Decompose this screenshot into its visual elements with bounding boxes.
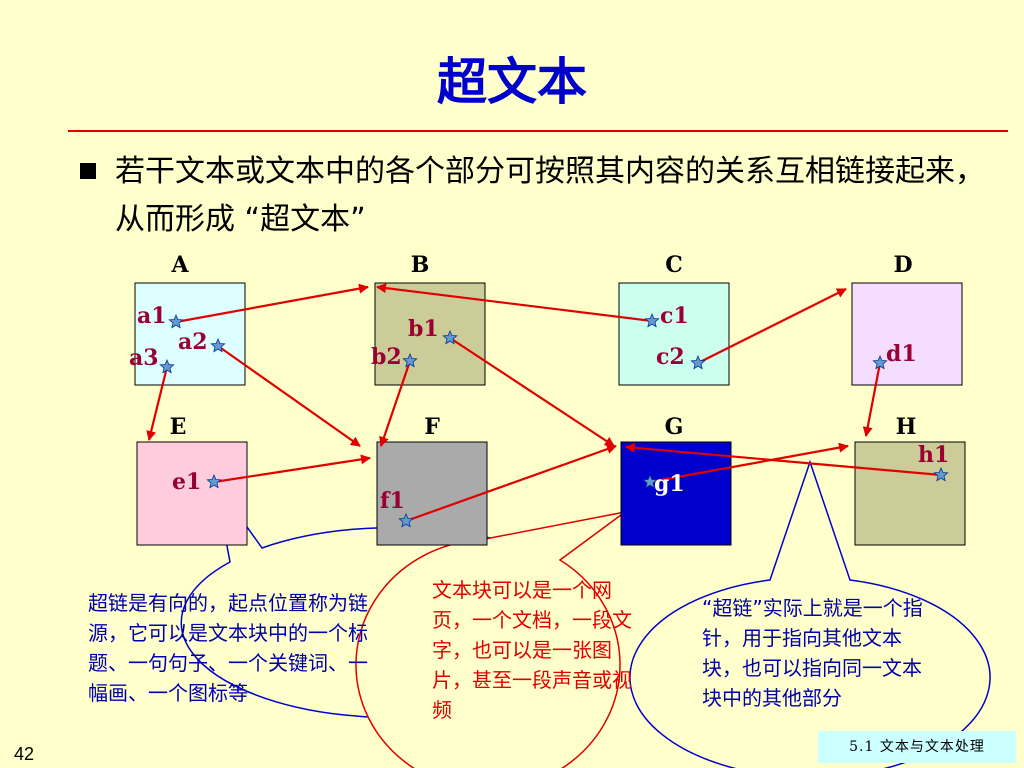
footer-box	[818, 731, 1016, 763]
callout-right-text: “超链”实际上就是一个指针，用于指向其他文本块，也可以指向同一文本块中的其他部分	[702, 596, 923, 710]
link-arrow-c2-to-d	[697, 288, 847, 364]
anchor-label-g1: g1	[654, 471, 685, 497]
anchor-star-g1-icon	[642, 473, 658, 489]
anchor-label-f1: f1	[380, 488, 405, 514]
block-label-b: B	[411, 252, 430, 278]
callout-left-text: 超链是有向的，起点位置称为链源，它可以是文本块中的一个标题、一句句子、一个关键词…	[88, 591, 368, 705]
anchor-star-d1-icon	[872, 354, 888, 370]
bullet-text: 若干文本或文本中的各个部分可按照其内容的关系互相链接起来，从而形成 “超文本”	[115, 154, 985, 237]
anchor-star-a3-icon	[159, 358, 175, 374]
anchor-star-h1-icon	[933, 466, 949, 482]
anchor-star-b1-icon	[442, 329, 458, 345]
block-label-d: D	[893, 252, 912, 278]
link-arrow-a3-to-e	[146, 366, 169, 441]
link-arrow-h1-to-g	[625, 442, 942, 477]
anchor-label-b1: b1	[408, 316, 439, 342]
link-arrow-f1-to-g	[405, 444, 617, 523]
footer-section-title: 5.1 文本与文本处理	[849, 739, 985, 755]
link-arrow-d1-to-h	[862, 362, 882, 437]
anchor-star-a2-icon	[210, 337, 226, 353]
block-label-a: A	[170, 252, 189, 278]
anchor-star-b2-icon	[402, 352, 418, 368]
link-arrow-a2-to-f	[217, 345, 361, 447]
block-g	[620, 441, 732, 546]
anchor-star-f1-icon	[398, 512, 414, 528]
callout-middle-text: 文本块可以是一个网页，一个文档，一段文字，也可以是一张图片，甚至一段声音或视频	[432, 578, 632, 722]
page-number: 42	[14, 744, 35, 764]
anchor-label-c2: c2	[656, 344, 685, 370]
block-label-c: C	[665, 252, 683, 278]
link-arrow-c1-to-b	[376, 283, 653, 323]
link-arrow-e1-to-f	[213, 454, 371, 484]
anchor-label-a2: a2	[178, 329, 208, 355]
block-label-h: H	[896, 414, 917, 440]
block-label-e: E	[170, 414, 187, 440]
block-b	[374, 282, 486, 386]
anchor-label-c1: c1	[660, 303, 689, 329]
anchor-label-h1: h1	[918, 442, 949, 468]
anchor-star-a1-icon	[168, 313, 184, 329]
block-a	[134, 282, 246, 386]
callout-middle-bubble	[355, 511, 626, 768]
page-title: 超文本	[437, 52, 587, 111]
link-arrow-a1-to-b	[175, 283, 369, 324]
anchor-star-c1-icon	[644, 312, 660, 328]
block-h	[854, 441, 966, 546]
title-divider	[68, 130, 1008, 132]
anchor-label-e1: e1	[172, 469, 201, 495]
block-label-f: F	[424, 414, 440, 440]
bullet-square-icon	[80, 163, 96, 179]
link-arrow-g1-to-h	[649, 442, 849, 484]
block-e	[136, 441, 248, 546]
block-d	[851, 282, 963, 386]
block-c	[618, 282, 730, 386]
block-label-g: G	[665, 414, 684, 440]
anchor-label-b2: b2	[371, 344, 402, 370]
link-arrow-b1-to-g	[449, 337, 615, 447]
callout-right-bubble	[629, 459, 991, 768]
anchor-label-a3: a3	[129, 345, 159, 371]
link-arrow-b2-to-f	[379, 360, 412, 447]
anchor-star-e1-icon	[206, 473, 222, 489]
anchor-star-c2-icon	[690, 354, 706, 370]
block-f	[376, 441, 488, 546]
anchor-label-d1: d1	[886, 341, 917, 367]
anchor-label-a1: a1	[137, 303, 167, 329]
